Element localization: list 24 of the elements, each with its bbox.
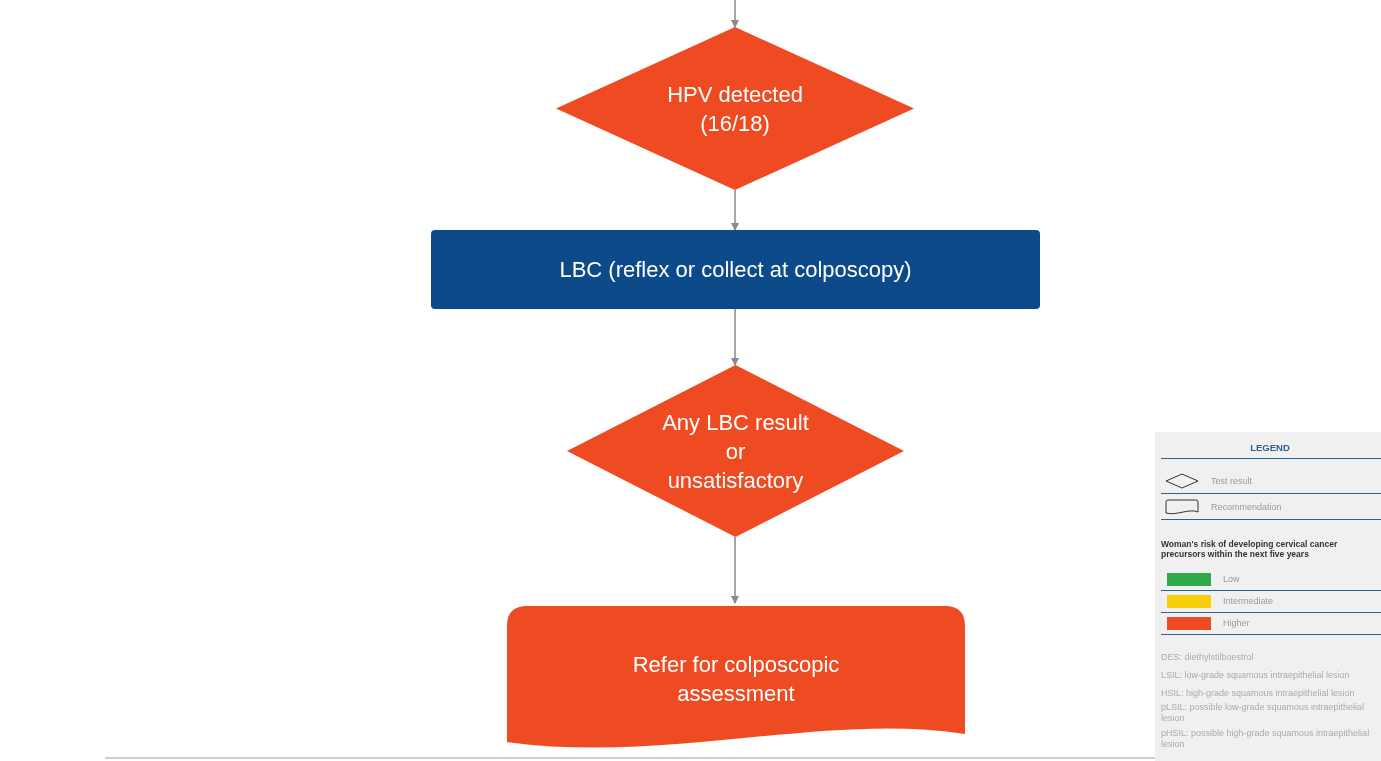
legend-label: Recommendation bbox=[1211, 501, 1282, 512]
abbreviation-note: LSIL: low-grade squamous intraepithelial lesion bbox=[1161, 670, 1351, 681]
node-text: HPV detected (16/18) bbox=[666, 80, 804, 138]
legend-label: Low bbox=[1223, 574, 1240, 584]
abbreviation-note: pLSIL: possible low-grade squamous intraepithelial lesion bbox=[1161, 702, 1366, 724]
decision-diamond bbox=[567, 365, 904, 537]
arrow bbox=[731, 308, 739, 366]
node-text: Any LBC result or unsatisfactory bbox=[661, 408, 810, 495]
document-shape bbox=[507, 606, 965, 748]
legend-label: Intermediate bbox=[1223, 596, 1274, 606]
node-text: LBC (reflex or collect at colposcopy) bbox=[559, 256, 912, 284]
arrow bbox=[731, 0, 739, 28]
decision-diamond bbox=[556, 27, 914, 190]
process-box bbox=[431, 230, 1040, 309]
abbreviation-note: DES: diethylstilboestrol bbox=[1161, 652, 1255, 663]
arrow bbox=[731, 189, 739, 231]
abbreviation-note: HSIL: high-grade squamous intraepithelial lesion bbox=[1161, 688, 1356, 699]
abbreviation-note: pHSIL: possible high-grade squamous intraepithelial lesion bbox=[1161, 728, 1371, 750]
legend-heading: LEGEND bbox=[1249, 442, 1291, 453]
legend-label: Higher bbox=[1223, 618, 1250, 628]
legend-subheading: Woman's risk of developing cervical cancer precursors within the next five years bbox=[1161, 539, 1339, 559]
legend-label: Test result bbox=[1211, 475, 1252, 486]
node-text: Refer for colposcopic assessment bbox=[631, 651, 841, 708]
arrow bbox=[731, 536, 739, 604]
